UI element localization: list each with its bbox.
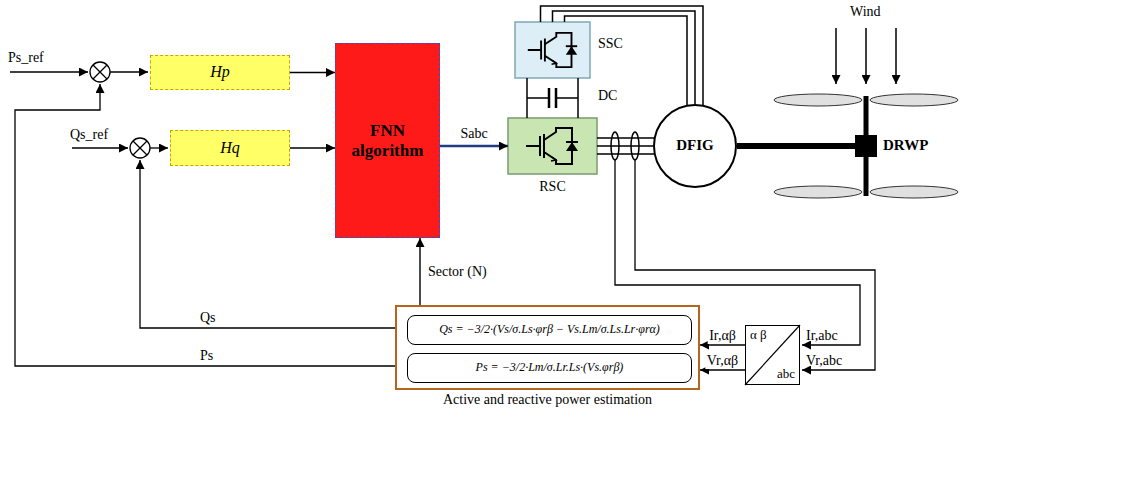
node-text: α β xyxy=(750,328,767,343)
edge-label: Sabc xyxy=(458,126,489,142)
node-text: FNN algorithm xyxy=(342,121,433,160)
wire xyxy=(526,78,528,118)
node-text: Ps = −3/2·Lm/σ.Lr.Ls·(Vs.φrβ) xyxy=(476,361,624,375)
transform-divider xyxy=(745,325,800,385)
igbt-symbol xyxy=(526,128,578,164)
node-text: Qs = −3/2·(Vs/σ.Ls·φrβ − Vs.Lm/σ.Ls.Lr·φ… xyxy=(439,323,660,337)
signal-arrow xyxy=(290,72,335,73)
signal-arrow xyxy=(700,369,745,370)
node-text: Active and reactive power estimation xyxy=(397,392,698,408)
node-text: Hp xyxy=(210,63,230,81)
signal-name: Ps_ref xyxy=(8,50,44,66)
rsc-body xyxy=(508,118,597,174)
signal-name: Qs_ref xyxy=(70,127,108,143)
dc-label: DC xyxy=(598,88,617,104)
converter-box: RSC xyxy=(508,118,597,174)
node-text: DFIG xyxy=(676,137,714,154)
equation-box: Qs = −3/2·(Vs/σ.Ls·φrβ − Vs.Lm/σ.Ls.Lr·φ… xyxy=(407,315,692,345)
wind-arrow xyxy=(836,28,896,84)
generator-circle: DFIG xyxy=(653,104,737,188)
dc-capacitor xyxy=(527,78,578,118)
transform-box: α β abc xyxy=(745,325,800,385)
wire xyxy=(553,11,696,104)
grid-wire xyxy=(541,6,704,105)
signal-arrow xyxy=(419,238,420,305)
equation-box: Ps = −3/2·Lm/σ.Lr.Ls·(Vs.φrβ) xyxy=(407,353,692,383)
igbt-symbol xyxy=(528,33,577,67)
wire xyxy=(737,143,855,149)
signal-arrow xyxy=(700,344,745,345)
node-text: DRWP xyxy=(883,137,928,154)
signal-name: Vr,abc xyxy=(806,353,842,369)
signal-arrow xyxy=(440,145,508,148)
node-text: RSC xyxy=(508,179,597,195)
wind-label: Wind xyxy=(850,4,881,20)
connectors xyxy=(290,11,855,370)
turbine-hub: DRWP xyxy=(855,135,877,157)
signal-arrow xyxy=(290,147,335,148)
node-text: Hq xyxy=(220,139,240,157)
wire xyxy=(597,145,653,147)
node-text: abc xyxy=(777,367,795,382)
controller-box: Hp xyxy=(150,55,290,90)
ssc-body xyxy=(515,22,590,78)
controller-box: Hq xyxy=(170,130,290,166)
estimator-box: Active and reactive power estimationQs =… xyxy=(395,305,700,390)
signal-name: Ps xyxy=(200,348,213,364)
edge-label: Vr,αβ xyxy=(705,353,740,369)
algorithm-box: FNN algorithm xyxy=(335,43,440,238)
edge-label: Sector (N) xyxy=(426,264,489,280)
edge-label: Ir,αβ xyxy=(707,328,738,344)
signal-name: Ir,abc xyxy=(806,328,838,344)
converter-box: SSC xyxy=(515,22,590,78)
signal-name: Qs xyxy=(200,310,216,326)
node-text: SSC xyxy=(598,36,623,52)
rotor-wire xyxy=(597,132,656,160)
